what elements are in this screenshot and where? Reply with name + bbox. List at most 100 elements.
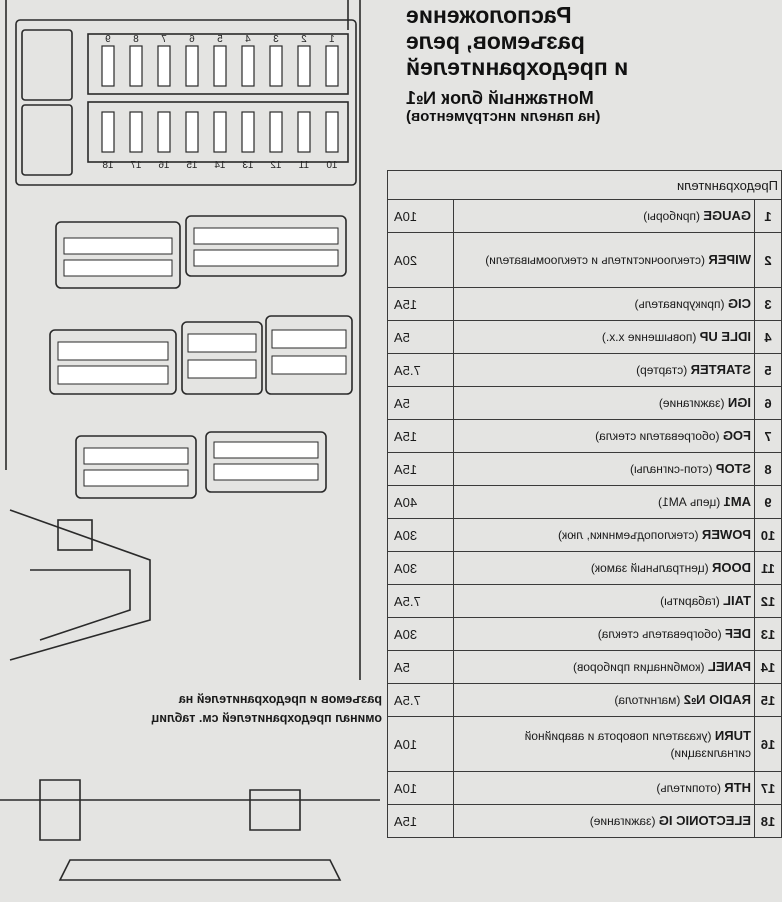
fuse-slot-number: 8 — [133, 34, 139, 45]
fuse-circuit-code: TURN — [714, 727, 751, 743]
fuse-circuit: STARTER (стартер) — [453, 353, 755, 387]
fuse-circuit-description: (центральный замок) — [590, 561, 709, 575]
fuse-circuit: WIPER (стеклоочиститель и стеклоомывател… — [453, 232, 755, 288]
fuse-circuit-description: (отопитель) — [656, 781, 721, 795]
fuse-slot-number: 4 — [245, 34, 251, 45]
fuse-circuit: FOG (обогреватели стекла) — [453, 419, 755, 453]
fuse-number: 2 — [754, 232, 782, 288]
fuse-rating: 30A — [387, 518, 454, 552]
fuse-circuit: IDLE UP (повышение х.х.) — [453, 320, 755, 354]
fuse-slot-number: 12 — [270, 160, 282, 171]
fuse-circuit-code: RADIO №2 — [683, 692, 751, 707]
fuse-circuit-code: DOOR — [712, 560, 751, 575]
fuse-circuit-code: WIPER — [708, 252, 751, 267]
fuse-number: 14 — [754, 650, 782, 684]
fuse-circuit-description: (стеклоподъемники, люк) — [558, 528, 699, 542]
fuse-number: 6 — [754, 386, 782, 420]
fuse-slot-number: 13 — [242, 160, 254, 171]
fuse-slot-number: 15 — [186, 160, 198, 171]
fuse-slot-number: 14 — [214, 160, 226, 171]
fuse-rating: 15A — [387, 452, 454, 486]
heading-line-2: разъемов, реле — [406, 28, 585, 54]
fuse-number: 17 — [754, 771, 782, 805]
fuse-circuit-description: (приборы) — [643, 209, 700, 223]
fuse-number: 3 — [754, 287, 782, 321]
heading-line-3: и предохранителей — [406, 54, 629, 80]
fuse-circuit-code: FOG — [722, 428, 751, 443]
fuse-circuit: PANEL (комбинация приборов) — [453, 650, 755, 684]
fuse-circuit-code: PANEL — [707, 659, 751, 674]
fuse-slot-number: 9 — [105, 34, 111, 45]
fuse-rating: 10A — [387, 771, 454, 805]
fuse-rating: 15A — [387, 287, 454, 321]
fuse-table-header: Предохранители — [387, 170, 782, 200]
fuse-circuit-code: IGN — [727, 395, 751, 410]
fuse-circuit: DEF (обогреватель стекла) — [453, 617, 755, 651]
diagram-caption: разъемов и предохранителей на оминал пре… — [4, 690, 382, 728]
fuse-rating: 5A — [387, 386, 454, 420]
fuse-number: 12 — [754, 584, 782, 618]
fuse-circuit: TURN (указатели поворота и аварийной сиг… — [453, 716, 755, 772]
fuse-slot-number: 3 — [273, 34, 279, 45]
fuse-slot-number: 2 — [301, 34, 307, 45]
fuse-circuit-description: (габариты) — [660, 594, 720, 608]
fuse-circuit-description: (магнитола) — [614, 693, 681, 707]
fuse-circuit-description: (комбинация приборов) — [572, 660, 705, 674]
fuse-circuit-code: DEF — [725, 626, 751, 641]
fuse-circuit: STOP (стоп-сигналы) — [453, 452, 755, 486]
fuse-circuit: TAIL (габариты) — [453, 584, 755, 618]
fuse-rating: 5A — [387, 650, 454, 684]
fuse-circuit-code: ELECTONIC IG — [658, 813, 751, 828]
fuse-circuit-code: IDLE UP — [699, 329, 751, 344]
diagram-caption-line1: разъемов и предохранителей на — [178, 692, 382, 706]
page-heading: Расположение разъемов, реле и предохрани… — [406, 2, 766, 126]
fuse-slot-number: 1 — [329, 34, 335, 45]
fuse-circuit-code: AM1 — [723, 494, 751, 509]
fuse-number: 5 — [754, 353, 782, 387]
fuse-circuit-code: STARTER — [690, 362, 751, 377]
fuse-rating: 20A — [387, 232, 454, 288]
fuse-circuit-description: (зажигание) — [658, 396, 725, 410]
fuse-number: 8 — [754, 452, 782, 486]
fuse-number: 4 — [754, 320, 782, 354]
fuse-number: 11 — [754, 551, 782, 585]
fuse-slot-number: 10 — [326, 160, 338, 171]
fuse-number: 15 — [754, 683, 782, 717]
fuse-circuit-description: (прикуриватель) — [634, 297, 725, 311]
fuse-rating: 5A — [387, 320, 454, 354]
fuse-slot-number: 11 — [298, 160, 309, 171]
fuse-circuit: RADIO №2 (магнитола) — [453, 683, 755, 717]
fuse-circuit: GAUGE (приборы) — [453, 199, 755, 233]
fuse-circuit: ELECTONIC IG (зажигание) — [453, 804, 755, 838]
fuse-circuit: AM1 (цепь AM1) — [453, 485, 755, 519]
fuse-circuit-code: POWER — [701, 527, 751, 542]
diagram-caption-line2: оминал предохранителей см. таблиц — [151, 711, 382, 725]
fuse-slot-number: 7 — [161, 34, 167, 45]
fuse-rating: 10A — [387, 199, 454, 233]
fuse-circuit: HTR (отопитель) — [453, 771, 755, 805]
fuse-number: 1 — [754, 199, 782, 233]
fuse-rating: 30A — [387, 551, 454, 585]
fuse-circuit: POWER (стеклоподъемники, люк) — [453, 518, 755, 552]
fuse-circuit-description: (повышение х.х.) — [601, 330, 697, 344]
fuse-circuit-description: (стеклоочиститель и стеклоомыватели) — [485, 253, 706, 267]
fuse-rating: 40A — [387, 485, 454, 519]
fuse-slot-number: 18 — [102, 160, 114, 171]
subtitle-note: (на панели инструментов) — [406, 108, 601, 125]
fuse-rating: 15A — [387, 419, 454, 453]
fuse-circuit-code: STOP — [715, 461, 751, 476]
fuse-slot-number: 5 — [217, 34, 223, 45]
fuse-circuit: DOOR (центральный замок) — [453, 551, 755, 585]
fuse-rating: 10A — [387, 716, 454, 772]
